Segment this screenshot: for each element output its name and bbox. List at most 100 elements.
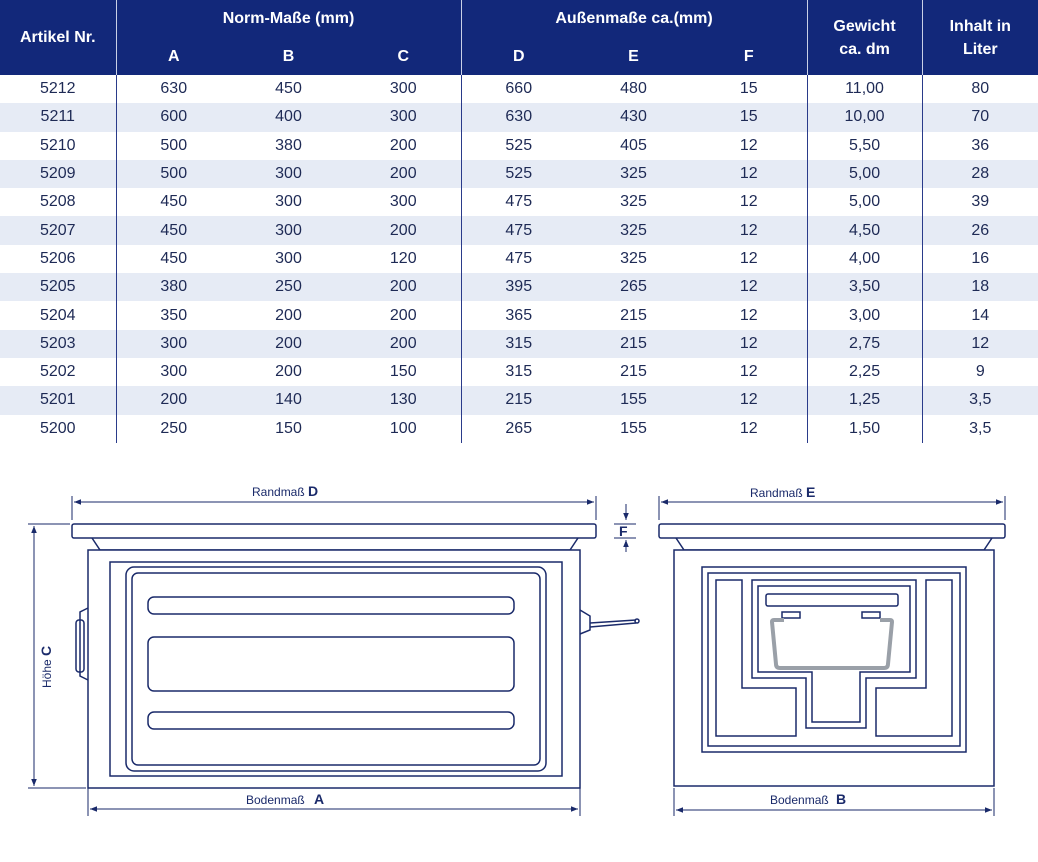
table-cell: 450: [115, 244, 231, 274]
table-cell: 200: [231, 357, 346, 387]
table-cell: 380: [231, 131, 346, 160]
header-e: E: [576, 38, 691, 75]
table-cell: 5,00: [806, 188, 923, 217]
bodenmass-text-a: Bodenmaß: [246, 793, 305, 807]
table-cell: 39: [921, 188, 1038, 217]
table-cell: 12: [691, 244, 808, 274]
table-cell: 12: [691, 357, 808, 387]
table-cell: 350: [115, 301, 231, 330]
label-randmass-d: Randmaß D: [252, 483, 318, 499]
cell-artikel: 5212: [0, 75, 116, 104]
table-cell: 12: [691, 216, 808, 245]
table-cell: 3,50: [806, 273, 923, 302]
randmass-text-e: Randmaß: [750, 486, 803, 500]
table-cell: 215: [576, 357, 691, 387]
cell-artikel: 5206: [0, 244, 116, 274]
table-cell: 660: [460, 75, 576, 104]
header-artikel: Artikel Nr.: [0, 0, 116, 75]
table-cell: 480: [576, 75, 691, 104]
table-cell: 12: [691, 329, 808, 358]
label-bodenmass-a: Bodenmaß A: [246, 791, 324, 807]
table-cell: 525: [460, 131, 576, 160]
table-cell: 26: [921, 216, 1038, 245]
table-cell: 430: [576, 103, 691, 132]
table-cell: 5,50: [806, 131, 923, 160]
header-gewicht: Gewicht ca. dm: [806, 0, 923, 75]
table-cell: 12: [691, 301, 808, 330]
table-cell: 365: [460, 301, 576, 330]
table-cell: 215: [460, 386, 576, 415]
table-cell: 12: [921, 329, 1038, 358]
label-randmass-e: Randmaß E: [750, 484, 815, 500]
table-cell: 15: [691, 75, 808, 104]
table-cell: 12: [691, 386, 808, 415]
table-cell: 12: [691, 188, 808, 217]
table-cell: 14: [921, 301, 1038, 330]
table-cell: 15: [691, 103, 808, 132]
letter-c: C: [38, 646, 54, 656]
table-cell: 315: [460, 329, 576, 358]
table-cell: 600: [115, 103, 231, 132]
cell-artikel: 5211: [0, 103, 116, 132]
cell-artikel: 5203: [0, 329, 116, 358]
dim-f: [614, 504, 636, 552]
table-cell: 300: [346, 103, 461, 132]
table-cell: 100: [346, 414, 461, 443]
table-cell: 4,00: [806, 244, 923, 274]
header-d: D: [460, 38, 576, 75]
dim-bodenmass-a: [87, 788, 581, 816]
table-cell: 300: [231, 188, 346, 217]
hoehe-text: Höhe: [40, 659, 54, 688]
table-cell: 325: [576, 188, 691, 217]
cell-artikel: 5202: [0, 357, 116, 387]
table-cell: 200: [346, 273, 461, 302]
table-cell: 400: [231, 103, 346, 132]
table-cell: 12: [691, 414, 808, 443]
table-cell: 325: [576, 216, 691, 245]
cell-artikel: 5205: [0, 273, 116, 302]
table-cell: 250: [231, 273, 346, 302]
table-cell: 200: [115, 386, 231, 415]
label-bodenmass-b: Bodenmaß B: [770, 791, 846, 807]
table-cell: 3,00: [806, 301, 923, 330]
dim-bodenmass-b: [673, 788, 995, 816]
table-cell: 1,50: [806, 414, 923, 443]
dim-randmass-e: [658, 496, 1006, 520]
cell-artikel: 5200: [0, 414, 116, 443]
table-cell: 28: [921, 159, 1038, 189]
table-cell: 265: [576, 273, 691, 302]
table-cell: 200: [231, 329, 346, 358]
cell-artikel: 5209: [0, 159, 116, 189]
dim-hoehe-c: [28, 523, 86, 789]
table-cell: 450: [115, 216, 231, 245]
label-f: F: [619, 523, 628, 539]
table-cell: 395: [460, 273, 576, 302]
letter-a: A: [314, 791, 324, 807]
table-cell: 215: [576, 301, 691, 330]
table-cell: 450: [115, 188, 231, 217]
table-cell: 12: [691, 273, 808, 302]
table-cell: 3,5: [921, 414, 1038, 443]
table-cell: 150: [231, 414, 346, 443]
spec-table: Artikel Nr. Norm-Maße (mm) Außenmaße ca.…: [0, 0, 1038, 443]
table-cell: 200: [231, 301, 346, 330]
table-cell: 2,25: [806, 357, 923, 387]
table-cell: 1,25: [806, 386, 923, 415]
cell-artikel: 5208: [0, 188, 116, 217]
table-cell: 300: [231, 159, 346, 189]
cell-artikel: 5204: [0, 301, 116, 330]
header-aussen: Außenmaße ca.(mm): [460, 0, 808, 38]
table-cell: 70: [921, 103, 1038, 132]
label-hoehe-c: Höhe C: [38, 646, 54, 688]
table-cell: 405: [576, 131, 691, 160]
